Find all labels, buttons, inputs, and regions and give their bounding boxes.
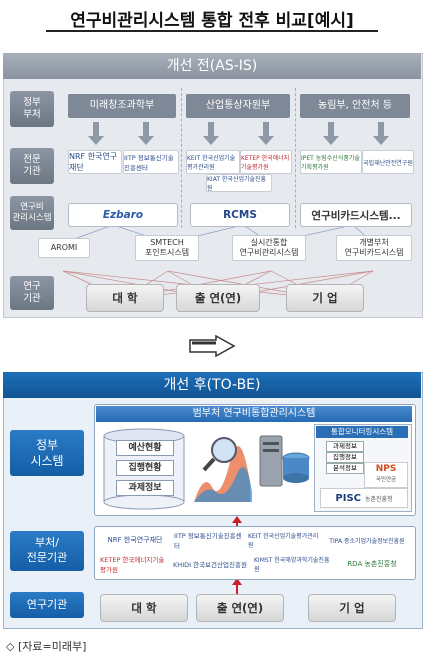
agency-nidr-logo: 국립재난안전연구원 <box>362 150 414 174</box>
agency-ipet-logo: IPET 농림수산식품기술기획평가원 <box>300 150 362 174</box>
arrow-stem <box>263 122 269 136</box>
monitoring-title: 통합모니터링시스템 <box>316 426 408 438</box>
org-institute: 출 연(연) <box>196 594 284 622</box>
server-icon <box>259 435 310 487</box>
ministry-motie: 산업통상자원부 <box>186 94 290 118</box>
arrow-stem <box>143 122 149 136</box>
system-ezbaro: Ezbaro <box>68 203 178 227</box>
asis-label-institute: 연구 기관 <box>10 276 54 310</box>
arrow-stem <box>93 122 99 136</box>
subsystem-realtime: 실시간통합 연구비관리시스템 <box>232 235 306 261</box>
agency-keit-logo: KEIT 한국산업기술평가관리원 <box>186 150 240 174</box>
db-item-project: 과제정보 <box>116 480 174 496</box>
agency-nrf-logo: NRF 한국연구재단 <box>100 530 170 550</box>
divider <box>295 88 297 228</box>
source-caption: ◇ [자료=미래부] <box>6 640 87 653</box>
ministry-msip: 미래창조과학부 <box>68 94 176 118</box>
tobe-label-institute: 연구기관 <box>10 592 84 618</box>
org-company: 기 업 <box>286 284 364 312</box>
agency-rda-logo: RDA 농촌진흥청 <box>334 554 410 574</box>
integrated-system-title: 범부처 연구비통합관리시스템 <box>96 406 412 422</box>
org-university: 대 학 <box>86 284 164 312</box>
title-underline <box>46 30 378 32</box>
nps-logo: NPS 국민연금 <box>364 462 408 488</box>
tobe-label-government: 정부 시스템 <box>10 430 84 476</box>
agency-ketep-logo: KETEP 한국에너지기술평가원 <box>100 554 166 574</box>
asis-label-system: 연구비 관리시스템 <box>10 196 54 230</box>
org-institute: 출 연(연) <box>176 284 260 312</box>
subsystem-card: 개별부처 연구비카드시스템 <box>336 235 412 261</box>
pisc-logo: PISC 농촌진흥청 <box>320 488 408 508</box>
monitoring-item-analysis: 분석정보 <box>326 463 364 474</box>
asis-label-ministry: 정부 부처 <box>10 91 54 127</box>
divider <box>181 88 183 228</box>
arrow-down-icon <box>258 136 274 145</box>
arrow-down-icon <box>373 136 389 145</box>
arrow-stem <box>328 122 334 136</box>
agency-nrf-logo: NRF 한국연구재단 <box>68 150 122 174</box>
tobe-header: 개선 후(TO-BE) <box>3 372 421 398</box>
system-card: 연구비카드시스템... <box>300 203 412 227</box>
arrow-down-icon <box>88 136 104 145</box>
agency-ketep-logo: KETEP 한국에너지기술평가원 <box>240 150 292 174</box>
transition-arrow-icon <box>189 334 236 358</box>
ministry-others: 농림부, 안전처 등 <box>300 94 410 118</box>
agency-iitp-logo: IITP 정보통신기술진흥센터 <box>123 150 179 174</box>
agency-kiat-logo: KIAT 한국산업기술진흥원 <box>206 174 272 192</box>
asis-label-agency: 전문 기관 <box>10 148 54 184</box>
red-arrow-up-icon <box>232 516 242 523</box>
tobe-label-agency: 부처/ 전문기관 <box>10 531 84 571</box>
analysis-chart-icon <box>194 437 252 502</box>
subsystem-smtech: SMTECH 포인트시스템 <box>135 235 199 261</box>
db-item-budget: 예산현황 <box>116 440 174 456</box>
org-company: 기 업 <box>308 594 396 622</box>
agency-khidi-logo: KHIDI 한국보건산업진흥원 <box>168 554 252 574</box>
asis-header: 개선 전(AS-IS) <box>3 53 421 79</box>
subsystem-aromi: AROMI <box>38 238 90 258</box>
red-arrow-up-icon <box>232 578 242 585</box>
db-item-execution: 집행현황 <box>116 460 174 476</box>
arrow-down-icon <box>203 136 219 145</box>
agency-tipa-logo: TIPA 중소기업기술정보진흥원 <box>324 530 410 550</box>
org-university: 대 학 <box>100 594 188 622</box>
red-arrow-stem <box>236 584 238 594</box>
arrow-down-icon <box>323 136 339 145</box>
agency-iitp-logo: IITP 정보통신기술진흥센터 <box>174 530 244 550</box>
arrow-down-icon <box>138 136 154 145</box>
agency-kimst-logo: KIMST 한국해양과학기술진흥원 <box>254 554 330 574</box>
monitoring-item-project: 과제정보 <box>326 441 364 452</box>
page-title: 연구비관리시스템 통합 전후 비교[예시] <box>70 11 354 31</box>
arrow-stem <box>378 122 384 136</box>
monitoring-item-execution: 집행정보 <box>326 452 364 463</box>
arrow-stem <box>208 122 214 136</box>
agency-keit-logo: KEIT 한국산업기술평가관리원 <box>248 530 322 550</box>
system-rcms: RCMS <box>190 203 290 227</box>
